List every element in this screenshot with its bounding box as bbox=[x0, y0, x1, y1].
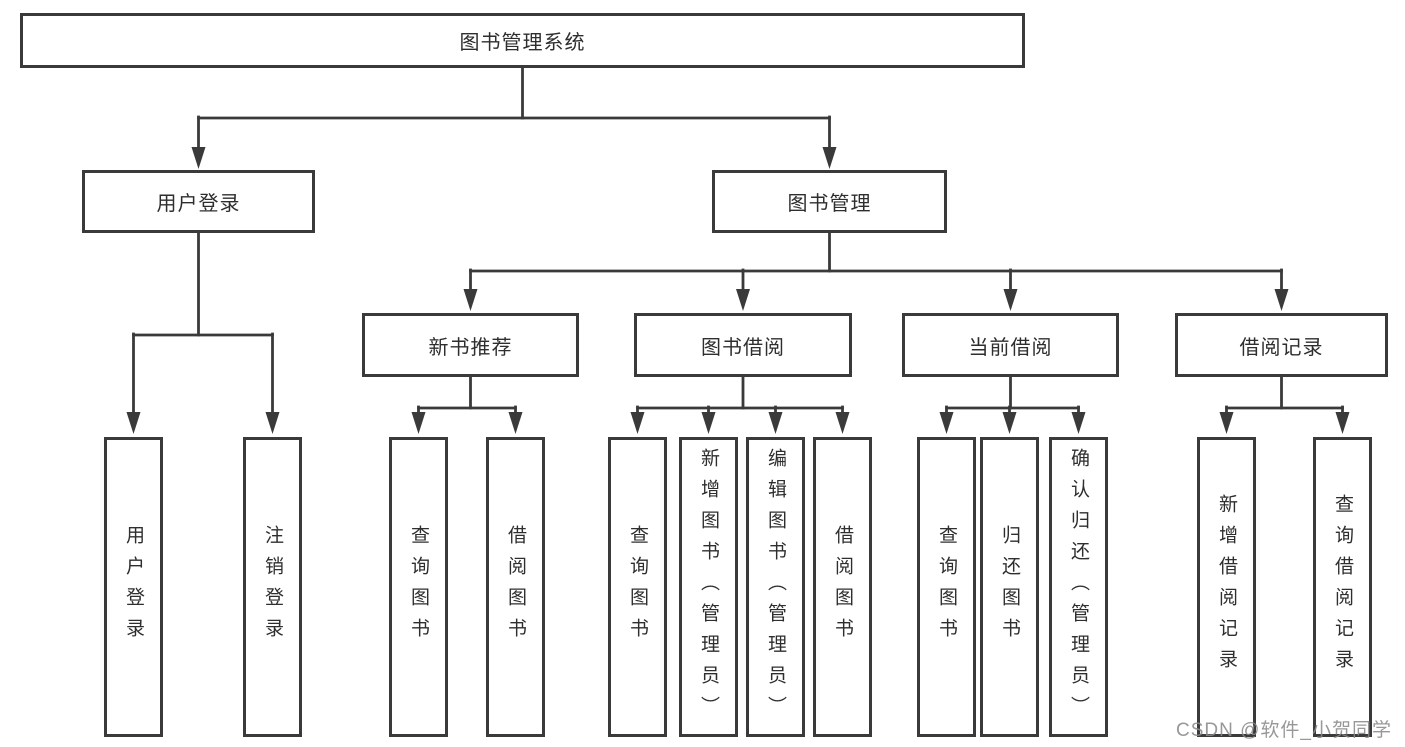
leaf-edit-book-admin: 编辑图书（管理员） bbox=[746, 437, 805, 737]
leaf-add-borrow-record: 新增借阅记录 bbox=[1197, 437, 1256, 737]
leaf-borrow-books: 借阅图书 bbox=[813, 437, 872, 737]
node-library-management-system: 图书管理系统 bbox=[20, 13, 1025, 68]
leaf-borrow-books-recommend: 借阅图书 bbox=[486, 437, 545, 737]
leaf-query-books-borrowing: 查询图书 bbox=[608, 437, 667, 737]
leaf-logout: 注销登录 bbox=[243, 437, 302, 737]
csdn-watermark: CSDN @软件_小贺同学 bbox=[1176, 720, 1392, 741]
node-current-borrowing: 当前借阅 bbox=[902, 313, 1119, 377]
node-label: 用户登录 bbox=[123, 525, 144, 649]
node-label: 新增借阅记录 bbox=[1216, 494, 1237, 680]
node-label: 确认归还（管理员） bbox=[1068, 447, 1089, 727]
node-label: 借阅图书 bbox=[505, 525, 526, 649]
node-label: 查询借阅记录 bbox=[1332, 494, 1353, 680]
leaf-query-books-recommend: 查询图书 bbox=[389, 437, 448, 737]
node-label: 新增图书（管理员） bbox=[698, 447, 719, 727]
node-book-management: 图书管理 bbox=[712, 170, 947, 233]
node-user-login: 用户登录 bbox=[82, 170, 315, 233]
node-label: 注销登录 bbox=[262, 525, 283, 649]
node-borrowing-records: 借阅记录 bbox=[1175, 313, 1388, 377]
node-label: 归还图书 bbox=[999, 525, 1020, 649]
leaf-user-login: 用户登录 bbox=[104, 437, 163, 737]
node-label: 借阅图书 bbox=[832, 525, 853, 649]
leaf-add-book-admin: 新增图书（管理员） bbox=[679, 437, 738, 737]
node-label: 用户登录 bbox=[156, 193, 241, 215]
node-label: 图书管理系统 bbox=[459, 32, 586, 54]
node-label: 查询图书 bbox=[408, 525, 429, 649]
node-label: 当前借阅 bbox=[968, 336, 1053, 359]
node-label: 图书借阅 bbox=[701, 336, 785, 359]
node-label: 借阅记录 bbox=[1239, 336, 1324, 359]
node-new-book-recommendation: 新书推荐 bbox=[362, 313, 579, 377]
node-label: 图书管理 bbox=[787, 193, 872, 215]
node-label: 查询图书 bbox=[936, 525, 957, 649]
leaf-query-books-current: 查询图书 bbox=[917, 437, 976, 737]
node-label: 编辑图书（管理员） bbox=[765, 447, 786, 727]
node-label: 查询图书 bbox=[627, 525, 648, 649]
leaf-query-borrow-record: 查询借阅记录 bbox=[1313, 437, 1372, 737]
node-label: 新书推荐 bbox=[428, 336, 513, 359]
leaf-confirm-return-admin: 确认归还（管理员） bbox=[1049, 437, 1108, 737]
node-book-borrowing: 图书借阅 bbox=[634, 313, 852, 377]
leaf-return-books: 归还图书 bbox=[980, 437, 1039, 737]
